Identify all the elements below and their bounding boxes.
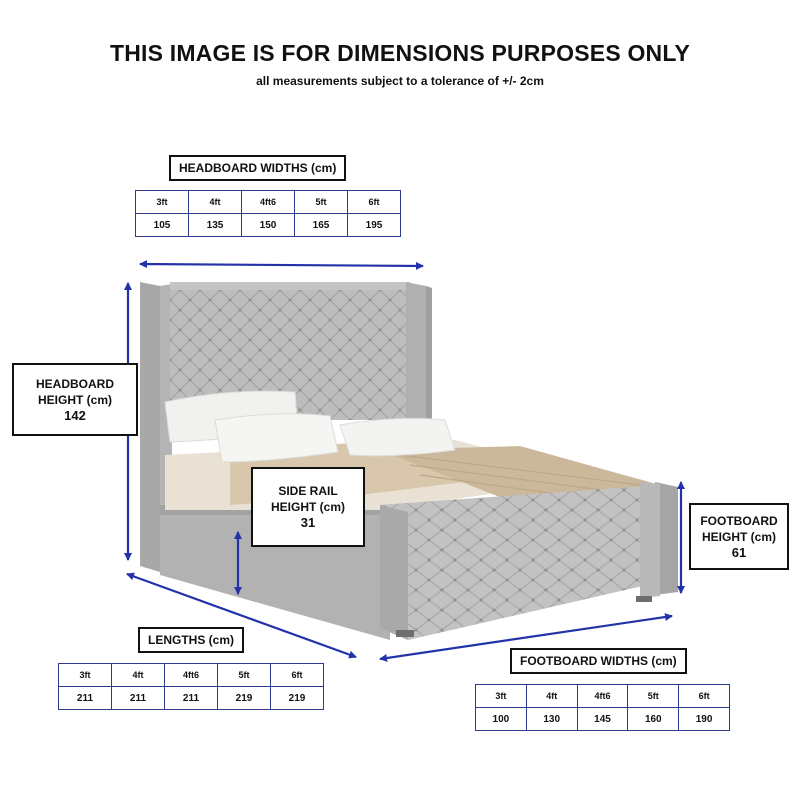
value-cell: 211	[111, 686, 165, 710]
value-cell: 100	[475, 707, 527, 731]
size-cell: 6ft	[347, 190, 401, 214]
side-rail-height-label: SIDE RAIL HEIGHT (cm) 31	[251, 467, 365, 547]
footboard-height-label: FOOTBOARD HEIGHT (cm) 61	[689, 503, 789, 570]
value-cell: 130	[525, 707, 578, 731]
size-cell: 4ft	[525, 684, 578, 708]
headboard-panel	[170, 282, 410, 420]
footboard-widths-label: FOOTBOARD WIDTHS (cm)	[510, 648, 687, 674]
size-cell: 5ft	[217, 663, 271, 687]
value-cell: 195	[347, 213, 401, 237]
size-cell: 3ft	[475, 684, 527, 708]
size-cell: 3ft	[135, 190, 189, 214]
value-cell: 219	[270, 686, 324, 710]
pillows	[164, 390, 456, 463]
value-cell: 160	[627, 707, 680, 731]
headboard-widths-label: HEADBOARD WIDTHS (cm)	[169, 155, 347, 181]
headboard-widths-table: 3ft 4ft 4ft6 5ft 6ft 105 135 150 165 195	[135, 190, 401, 237]
value-cell: 135	[188, 213, 242, 237]
tolerance-note: all measurements subject to a tolerance …	[256, 74, 544, 88]
size-cell: 4ft	[111, 663, 165, 687]
headboard-height-label: HEADBOARD HEIGHT (cm) 142	[12, 363, 138, 436]
size-cell: 5ft	[627, 684, 680, 708]
value-cell: 165	[294, 213, 348, 237]
size-cell: 4ft	[188, 190, 242, 214]
lengths-label: LENGTHS (cm)	[138, 627, 245, 653]
length-arrow	[126, 572, 357, 659]
value-cell: 211	[164, 686, 218, 710]
size-cell: 4ft6	[241, 190, 295, 214]
page-title: THIS IMAGE IS FOR DIMENSIONS PURPOSES ON…	[109, 40, 691, 66]
value-cell: 150	[241, 213, 295, 237]
size-cell: 5ft	[294, 190, 348, 214]
value-cell: 105	[135, 213, 189, 237]
size-cell: 6ft	[678, 684, 730, 708]
value-cell: 145	[576, 707, 629, 731]
size-cell: 4ft6	[576, 684, 629, 708]
footboard	[380, 482, 678, 640]
size-cell: 6ft	[270, 663, 324, 687]
size-cell: 3ft	[58, 663, 112, 687]
value-cell: 219	[217, 686, 271, 710]
footboard-width-arrow	[379, 613, 673, 662]
lengths-table: 3ft 4ft 4ft6 5ft 6ft 211 211 211 219 219	[58, 663, 324, 710]
size-cell: 4ft6	[164, 663, 218, 687]
value-cell: 190	[678, 707, 730, 731]
value-cell: 211	[58, 686, 112, 710]
footboard-widths-table: 3ft 4ft 4ft6 5ft 6ft 100 130 145 160 190	[475, 684, 730, 731]
headboard-width-arrow	[139, 260, 424, 270]
